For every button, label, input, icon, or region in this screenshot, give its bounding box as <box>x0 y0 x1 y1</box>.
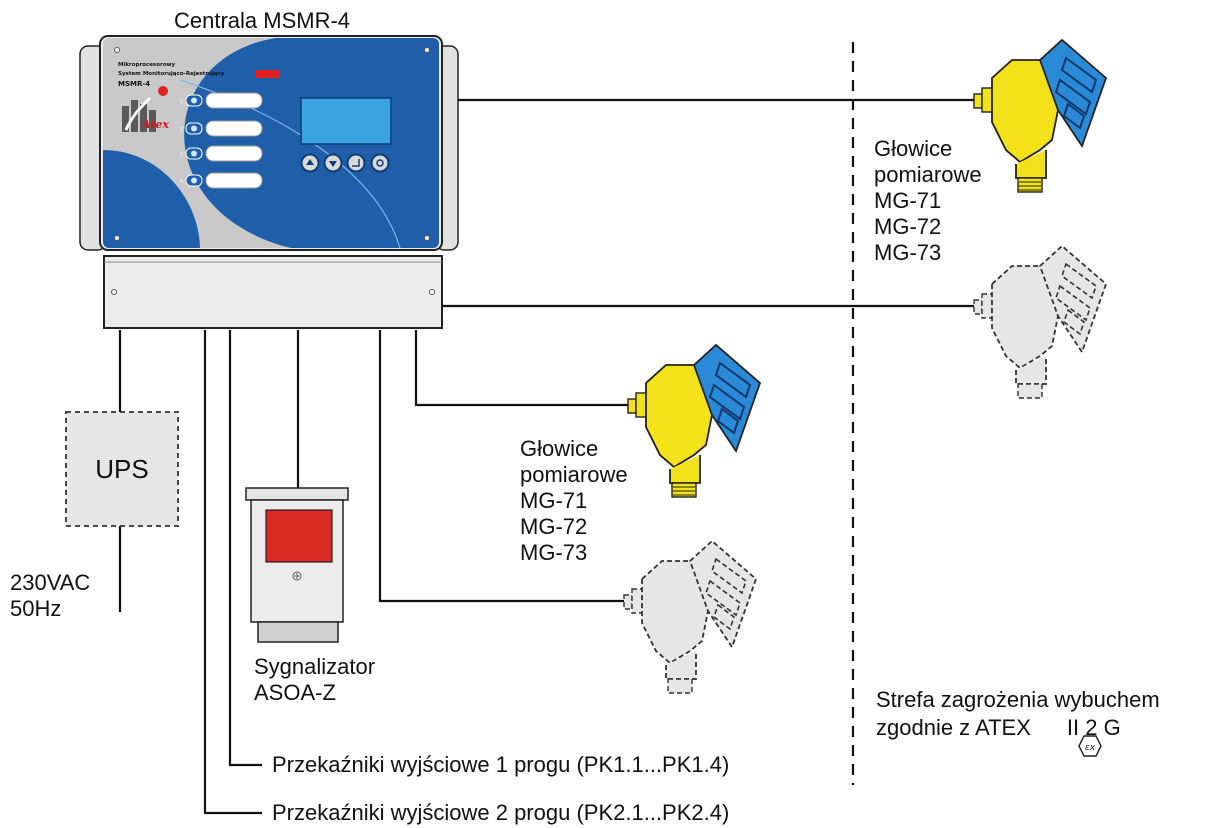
ups-label: UPS <box>95 454 148 484</box>
remote-heads-line: MG-71 <box>874 188 942 213</box>
hazard-zone-label: Strefa zagrożenia wybuchem zgodnie z ATE… <box>876 686 1160 742</box>
wire-relay-threshold-2 <box>203 330 262 815</box>
remote-head-1 <box>973 38 1108 193</box>
local-heads-label: Głowice pomiarowe MG-71 MG-72 MG-73 <box>520 436 628 566</box>
terminal-box <box>103 255 443 329</box>
signaler-model: ASOA-Z <box>254 680 336 705</box>
local-head-1 <box>627 343 762 498</box>
remote-heads-line: MG-72 <box>874 214 942 239</box>
controller-title: Centrala MSMR-4 <box>174 8 351 33</box>
power-frequency: 50Hz <box>10 596 62 621</box>
remote-heads-line: Głowice <box>874 136 953 161</box>
channel-row-2: 2 <box>180 120 263 137</box>
channel-number: 3 <box>180 152 183 158</box>
screw-icon <box>429 289 435 295</box>
screw-icon <box>114 47 120 53</box>
power-voltage: 230VAC <box>10 570 91 595</box>
panel-blue-corner <box>103 150 200 248</box>
screw-icon <box>424 235 430 241</box>
local-head-2 <box>623 539 758 694</box>
panel-text-2: System Monitorująco-Rejestrujący <box>118 71 225 77</box>
channel-row-4: 4 <box>180 172 263 189</box>
logo-text: Atex <box>141 118 169 131</box>
screw-icon <box>424 47 430 53</box>
remote-heads-line: pomiarowe <box>874 162 982 187</box>
ups-box <box>65 411 179 527</box>
channel-row-1: 1 <box>180 92 263 109</box>
remote-heads-line: MG-73 <box>874 240 942 265</box>
controller-msmr4: Mikroprocesorowy System Monitorująco-Rej… <box>79 35 459 329</box>
local-heads-line: MG-72 <box>520 514 588 539</box>
wire-relay-threshold-1 <box>228 330 262 767</box>
remote-head-2 <box>973 244 1108 399</box>
screw-icon <box>114 235 120 241</box>
local-heads-line: pomiarowe <box>520 462 628 487</box>
svg-text:εx: εx <box>1085 743 1096 753</box>
lcd-display <box>300 97 392 145</box>
signaler-asoa-z <box>245 487 349 643</box>
ex-hexagon-icon: εx <box>1078 735 1102 757</box>
power-supply-label: 230VAC 50Hz <box>10 570 90 622</box>
remote-heads-label: Głowice pomiarowe MG-71 MG-72 MG-73 <box>874 136 982 266</box>
channel-rows: 1 2 3 4 <box>180 92 263 189</box>
channel-number: 4 <box>180 179 183 185</box>
channel-number: 2 <box>180 127 183 133</box>
channel-number: 1 <box>180 99 183 105</box>
relay-threshold-2-label: Przekaźniki wyjściowe 2 progu (PK2.1...P… <box>272 800 730 825</box>
wire-local-head-1 <box>414 330 636 407</box>
local-heads-line: MG-73 <box>520 540 588 565</box>
alarm-led <box>256 70 280 78</box>
wire-local-head-2 <box>378 330 632 603</box>
local-heads-line: MG-71 <box>520 488 588 513</box>
screw-icon <box>111 289 117 295</box>
key-escape-icon <box>370 153 390 173</box>
wiring-lines <box>118 98 982 815</box>
atex-logo: Atex <box>122 86 169 132</box>
hazard-zone-line2: zgodnie z ATEX II 2 G <box>876 714 1160 742</box>
keypad <box>300 153 390 173</box>
panel-text-1: Mikroprocesorowy <box>118 62 176 68</box>
hazard-zone-category: II 2 G <box>1066 715 1121 740</box>
channel-row-3: 3 <box>180 145 263 162</box>
hazard-zone-line1: Strefa zagrożenia wybuchem <box>876 687 1160 712</box>
hazard-zone-atex: zgodnie z ATEX <box>876 715 1031 740</box>
signaler-name: Sygnalizator <box>254 654 376 679</box>
key-enter-icon <box>346 153 366 173</box>
panel-text-3: MSMR-4 <box>118 80 150 88</box>
local-heads-line: Głowice <box>520 436 599 461</box>
relay-threshold-1-label: Przekaźniki wyjściowe 1 progu (PK1.1...P… <box>272 752 730 777</box>
signaler-label: Sygnalizator ASOA-Z <box>254 654 375 706</box>
signaler-lamp <box>265 509 333 563</box>
